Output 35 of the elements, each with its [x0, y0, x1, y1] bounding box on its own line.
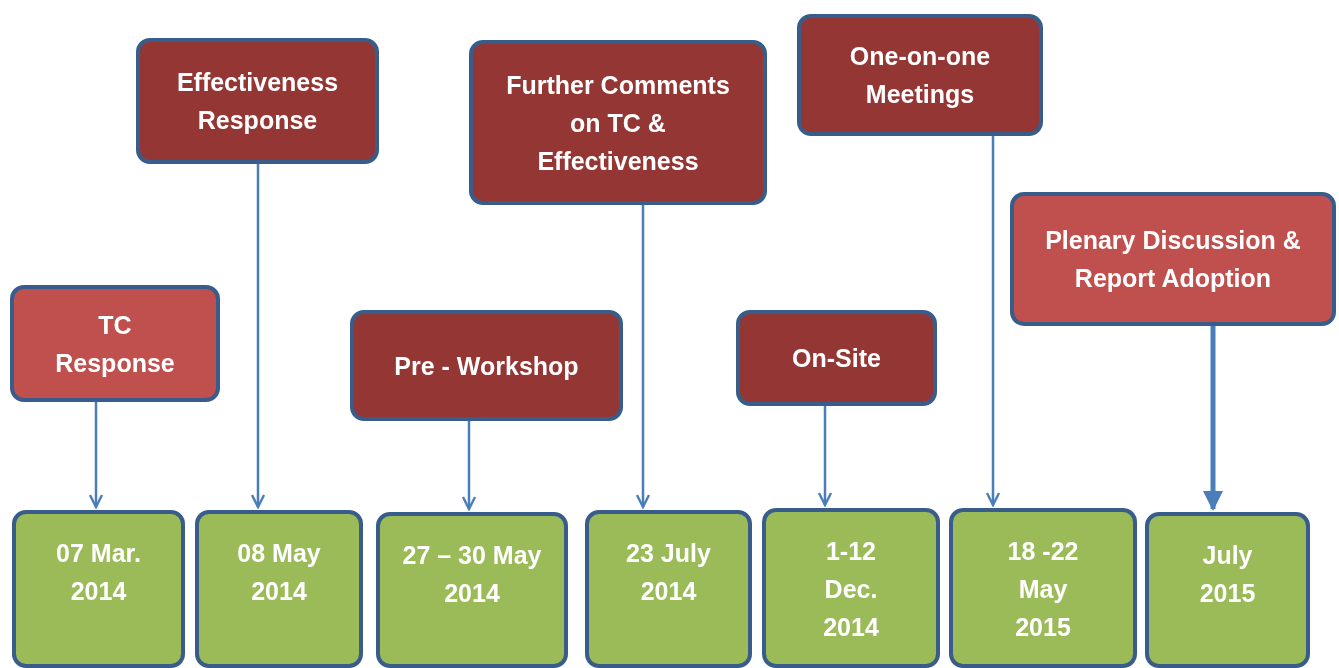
arrow — [985, 136, 1001, 507]
date-box — [762, 508, 940, 668]
event-box — [10, 285, 220, 402]
event-label: On-Site — [792, 343, 881, 374]
arrow — [817, 406, 833, 507]
date-box — [12, 510, 185, 668]
event-box — [1010, 192, 1336, 326]
event-box — [350, 310, 623, 421]
event-box — [797, 14, 1043, 136]
arrow — [1203, 326, 1223, 511]
arrow — [250, 164, 266, 509]
date-label: 08 May 2014 — [236, 538, 322, 607]
date-box — [376, 512, 568, 668]
date-box — [949, 508, 1137, 668]
date-label: 23 July 2014 — [625, 538, 712, 607]
date-box — [585, 510, 752, 668]
date-box — [195, 510, 363, 668]
date-label: 1-12 Dec. 2014 — [822, 536, 880, 643]
event-box — [469, 40, 767, 205]
event-label: Plenary Discussion & Report Adoption — [1044, 225, 1302, 294]
event-label: Effectiveness Response — [175, 67, 340, 136]
arrow — [635, 205, 651, 509]
arrow — [88, 402, 104, 509]
event-box — [136, 38, 379, 164]
event-label: Pre - Workshop — [394, 350, 579, 382]
event-label: One-on-one Meetings — [848, 41, 992, 110]
date-label: 07 Mar. 2014 — [55, 538, 142, 607]
arrow — [461, 421, 477, 511]
event-label: TC Response — [54, 309, 176, 379]
date-label: 18 -22 May 2015 — [1006, 536, 1080, 643]
date-box — [1145, 512, 1310, 668]
event-box — [736, 310, 937, 406]
event-label: Further Comments on TC & Effectiveness — [505, 69, 731, 177]
date-label: 27 – 30 May 2014 — [401, 540, 543, 609]
date-label: July 2015 — [1198, 540, 1257, 609]
